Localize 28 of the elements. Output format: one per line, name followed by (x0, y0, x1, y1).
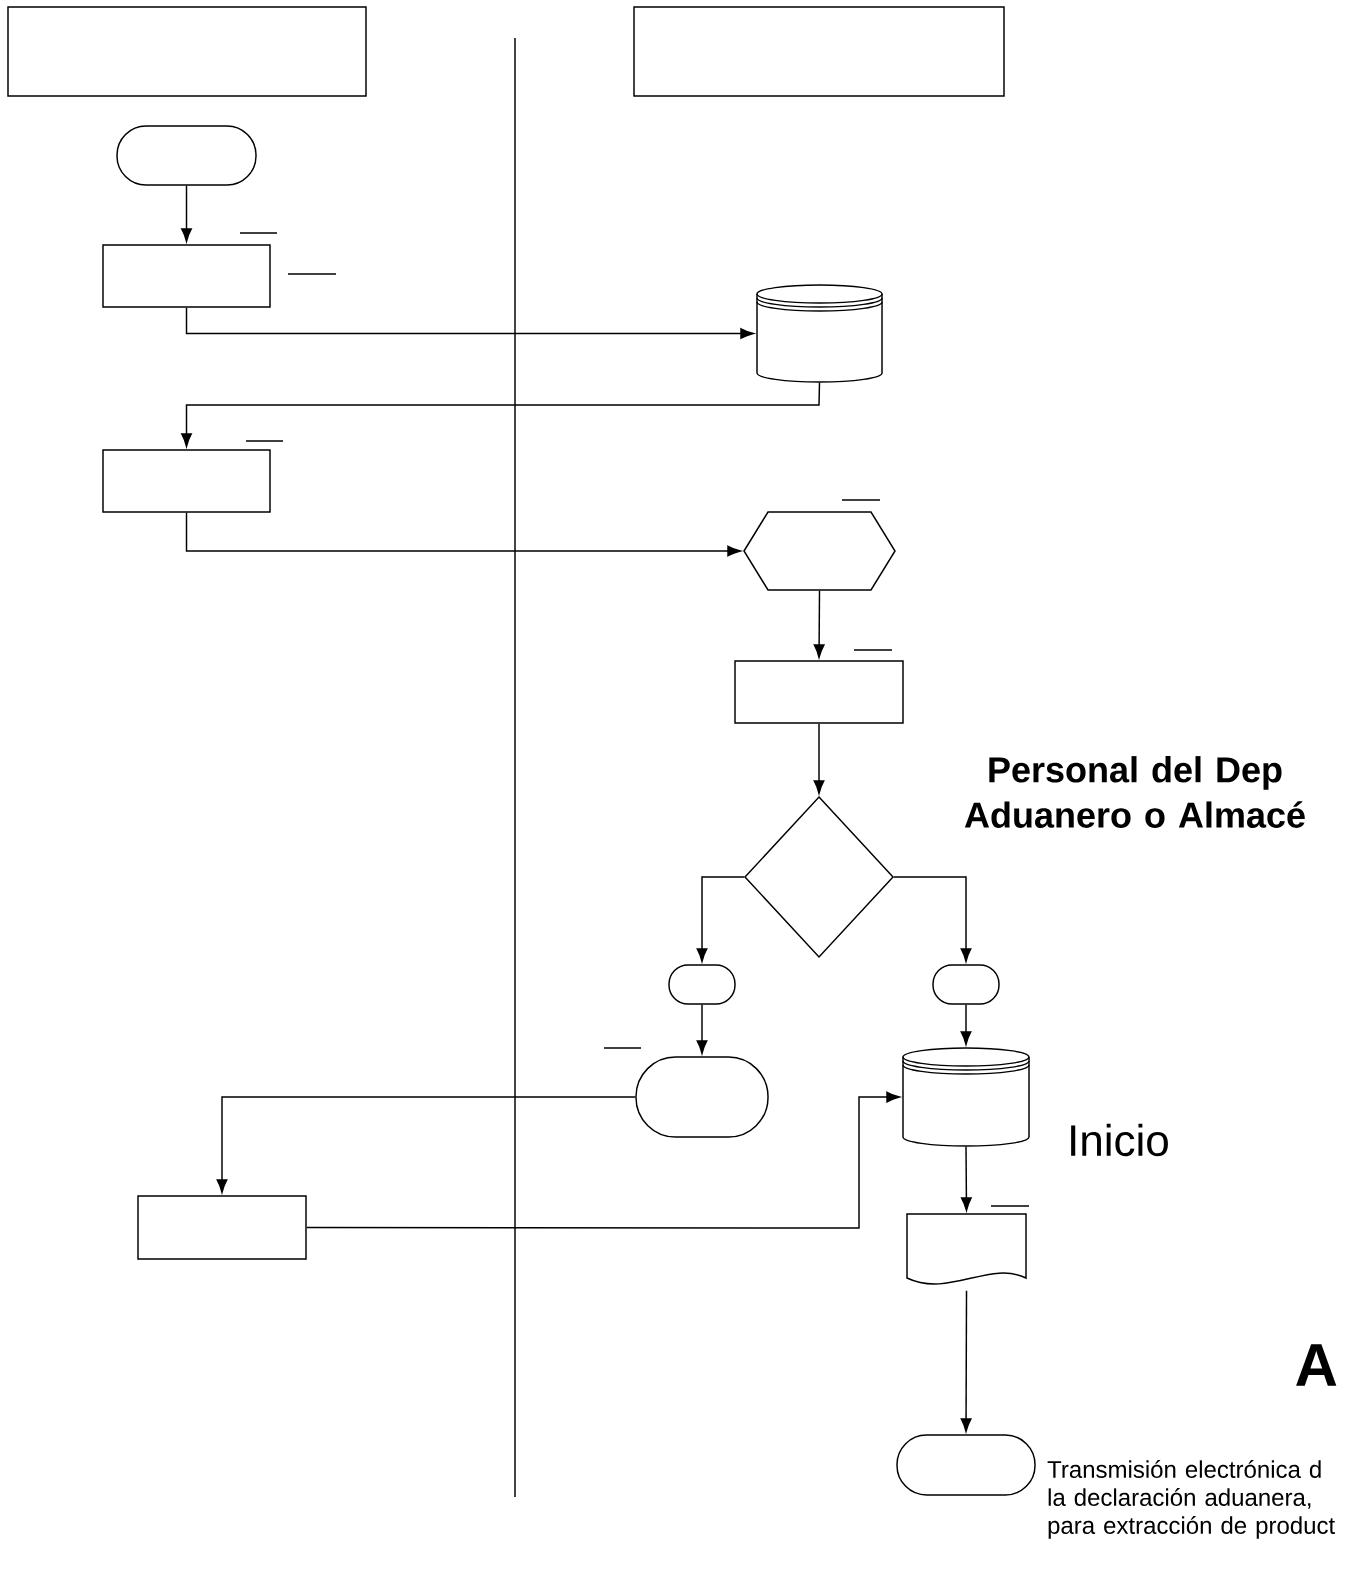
arrow (696, 876, 745, 962)
document-shape (906, 1213, 1027, 1285)
arrow (960, 1146, 972, 1211)
arrow (960, 1004, 972, 1045)
arrow (960, 1290, 972, 1432)
label-text: Inicio (1071, 1123, 1168, 1157)
arrow (696, 1004, 708, 1054)
arrow (181, 185, 192, 242)
arrow (181, 382, 821, 447)
arrow (306, 1091, 900, 1229)
arrow (893, 876, 972, 962)
process-box (633, 6, 1005, 97)
process-box (102, 449, 271, 513)
process-box (102, 244, 271, 308)
process-box (7, 6, 367, 97)
arrow (185, 307, 754, 339)
process-box (734, 660, 904, 724)
arrow (185, 512, 741, 557)
database-cylinder (902, 1047, 1030, 1147)
heading-text: Personal del Dep Aduanero o Almacé (964, 756, 1305, 828)
label-text: A (1296, 1344, 1337, 1386)
description-text: Transmisión electrónica d la declaración aduanera, para extracción de product (1047, 1460, 1335, 1539)
preparation-hexagon (743, 511, 896, 591)
arrow (813, 723, 825, 794)
database-cylinder (756, 284, 883, 383)
arrow (813, 590, 825, 658)
arrow (216, 1096, 636, 1193)
process-box (137, 1195, 307, 1260)
